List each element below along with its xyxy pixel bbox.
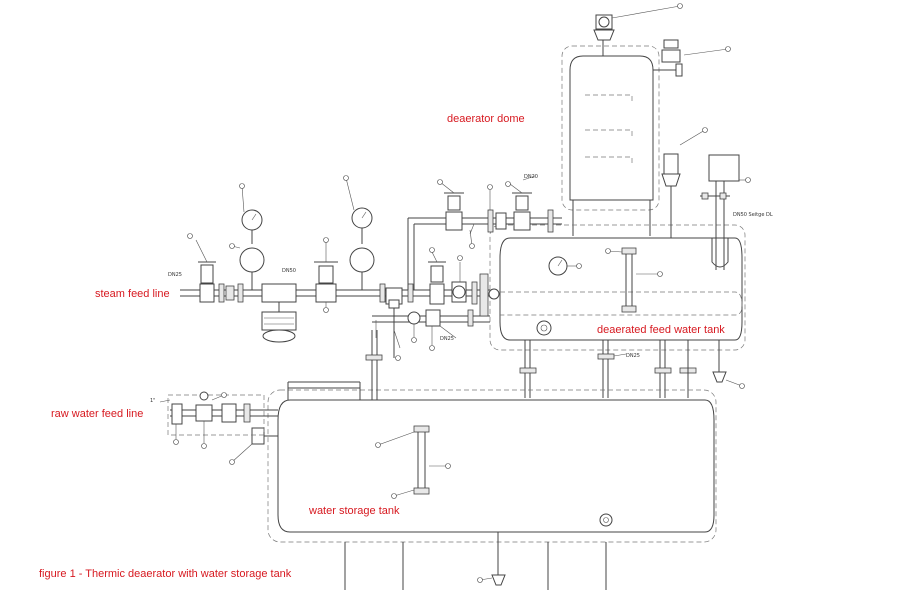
- dome-side-valve: [661, 39, 731, 77]
- dome-inlet-valves: DN20: [437, 174, 554, 249]
- dome-vent-valve: [593, 3, 683, 41]
- dn25-bottom-size: DN25: [626, 353, 640, 359]
- svg-text:DN20: DN20: [524, 174, 538, 180]
- feed-tank-inlet-valves: DN25: [372, 247, 500, 351]
- svg-text:1": 1": [150, 398, 155, 404]
- feed-water-tank-label: deaerated feed water tank: [597, 324, 725, 336]
- svg-text:DN25: DN25: [440, 336, 454, 342]
- water-storage-tank-label: water storage tank: [309, 505, 400, 517]
- steam-feed-line: DN25 DN50: [168, 175, 562, 361]
- steam-feed-line-label: steam feed line: [95, 288, 170, 300]
- svg-text:DN25: DN25: [168, 272, 182, 278]
- deaerator-dome: [561, 40, 676, 236]
- svg-text:DN50: DN50: [282, 268, 296, 274]
- raw-water-feed-line-label: raw water feed line: [51, 408, 144, 420]
- figure-caption: figure 1 - Thermic deaerator with water …: [39, 568, 292, 580]
- svg-text:DN50 Seitge DL: DN50 Seitge DL: [733, 212, 773, 218]
- raw-water-feed-line: 1": [150, 391, 278, 449]
- water-storage-tank: [229, 330, 717, 590]
- deaerator-dome-label: deaerator dome: [447, 113, 525, 125]
- feed-water-tank: DN50 Seitge DL: [489, 127, 773, 398]
